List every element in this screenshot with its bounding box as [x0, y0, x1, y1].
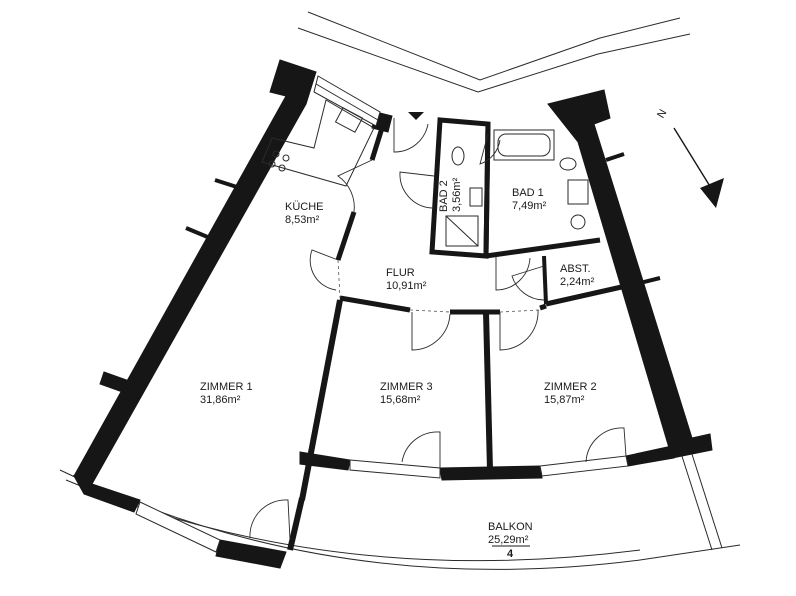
- balkon-unit-number: 4: [507, 548, 514, 560]
- compass: N: [655, 108, 724, 208]
- balcony-windows: [135, 455, 629, 553]
- kitchen-window: [313, 75, 381, 127]
- interior-walls: [287, 117, 675, 551]
- room-area-balkon: 25,29m²: [488, 534, 529, 546]
- room-label-zimmer1: ZIMMER 1: [200, 381, 253, 393]
- fixtures: [261, 99, 589, 247]
- room-label-zimmer3: ZIMMER 3: [380, 381, 433, 393]
- room-area-zimmer2: 15,87m²: [544, 394, 585, 406]
- room-label-zimmer2: ZIMMER 2: [544, 381, 597, 393]
- north-arrow-icon: [700, 178, 724, 208]
- room-label-balkon: BALKON: [488, 521, 533, 533]
- compass-label: N: [655, 108, 669, 121]
- room-area-bad2: 3,56m²: [451, 177, 463, 212]
- room-area-flur: 10,91m²: [386, 280, 427, 292]
- room-label-abst: ABST.: [560, 263, 591, 275]
- room-label-flur: FLUR: [386, 267, 415, 279]
- room-label-bad1: BAD 1: [512, 187, 544, 199]
- room-label-kueche: KÜCHE: [285, 201, 324, 213]
- room-area-abst: 2,24m²: [560, 276, 595, 288]
- doors: [249, 118, 627, 541]
- room-labels: KÜCHE 8,53m² BAD 2 3,56m² BAD 1 7,49m² F…: [200, 177, 597, 560]
- room-area-bad1: 7,49m²: [512, 200, 547, 212]
- room-area-kueche: 8,53m²: [285, 214, 320, 226]
- room-area-zimmer3: 15,68m²: [380, 394, 421, 406]
- exterior-walls: [72, 59, 713, 569]
- room-label-bad2: BAD 2: [438, 180, 450, 212]
- room-area-zimmer1: 31,86m²: [200, 394, 241, 406]
- entrance-marker-icon: [408, 112, 424, 120]
